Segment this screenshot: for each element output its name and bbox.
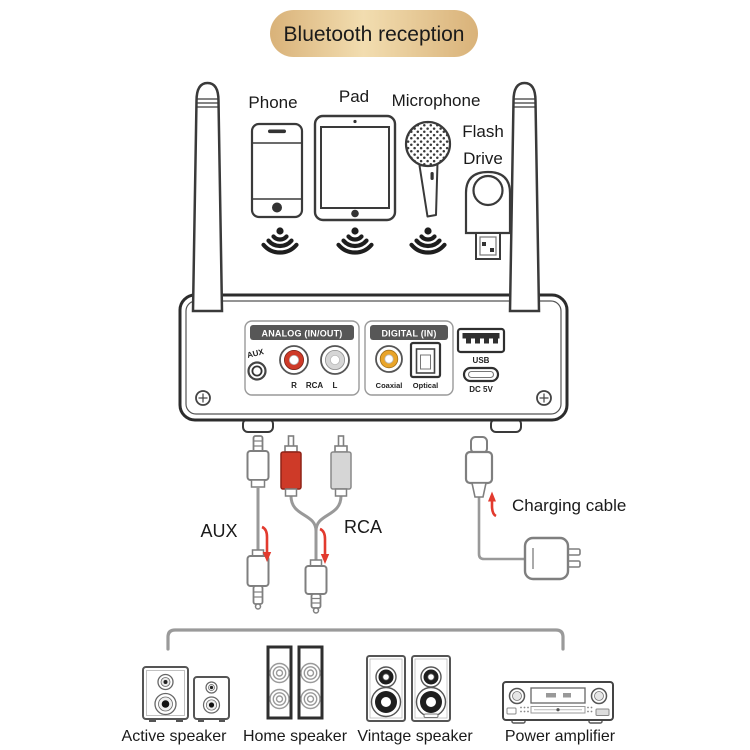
page-title: Bluetooth reception xyxy=(284,23,465,46)
screw-icon-right xyxy=(536,390,552,406)
dc5v-port-label: DC 5V xyxy=(469,385,493,394)
active-speaker-label: Active speaker xyxy=(122,728,228,745)
home-speaker-icon xyxy=(266,645,324,720)
phone-speaker-slot xyxy=(268,129,286,134)
flash-label: Flash xyxy=(462,122,504,141)
drive-label: Drive xyxy=(463,149,503,168)
title-banner: Bluetooth reception xyxy=(270,10,478,57)
aux-cable-label: AUX xyxy=(200,521,237,541)
power-amplifier-label: Power amplifier xyxy=(505,728,616,745)
pad-home-button xyxy=(351,209,359,218)
output-bracket xyxy=(166,628,565,651)
digital-header-label: DIGITAL (IN) xyxy=(381,329,436,339)
phone-label: Phone xyxy=(248,93,297,112)
rca-red-plug xyxy=(280,451,302,490)
charging-cable xyxy=(464,436,581,581)
pad-label: Pad xyxy=(339,87,369,106)
active-speaker-icon xyxy=(142,666,230,722)
optical-port xyxy=(409,341,442,379)
microphone-label: Microphone xyxy=(392,91,481,110)
l-port-label: L xyxy=(333,381,338,390)
screw-icon-left xyxy=(195,390,211,406)
vintage-speaker-label: Vintage speaker xyxy=(357,728,473,745)
usbc-plug-body xyxy=(464,450,494,485)
power-adapter xyxy=(523,536,581,581)
usbc-plug-tip xyxy=(470,436,488,454)
r-port-label: R xyxy=(291,381,297,390)
pad-camera-dot xyxy=(353,119,357,124)
left-antenna xyxy=(191,81,224,313)
right-antenna xyxy=(508,81,541,313)
rca-cable-label: RCA xyxy=(344,517,382,537)
usb-port-label: USB xyxy=(473,356,490,365)
rca-cable xyxy=(280,435,352,614)
microphone-head xyxy=(404,120,452,168)
optical-port-label: Optical xyxy=(413,381,438,390)
rca-white-plug xyxy=(330,451,352,490)
wifi-signal-icon-pad xyxy=(336,227,374,255)
coaxial-port-label: Coaxial xyxy=(376,381,403,390)
usb-port xyxy=(456,327,506,354)
phone-home-button xyxy=(272,202,282,213)
phone-icon xyxy=(250,122,304,219)
analog-header-label: ANALOG (IN/OUT) xyxy=(262,329,343,339)
vintage-speaker-icon xyxy=(366,655,451,722)
charging-cable-label: Charging cable xyxy=(512,496,626,515)
power-amplifier-icon xyxy=(502,681,614,724)
rca-left-jack xyxy=(320,345,350,375)
flash-drive-icon xyxy=(464,170,512,260)
down-arrow-icon-aux xyxy=(261,525,272,562)
down-arrow-icon-rca xyxy=(319,527,330,564)
up-arrow-icon-charging xyxy=(488,491,497,518)
analog-panel: ANALOG (IN/OUT) AUX R RCA L xyxy=(244,320,360,396)
flash-drive-ring-hole xyxy=(472,174,504,207)
coaxial-jack xyxy=(375,345,403,373)
pad-icon xyxy=(313,114,397,222)
wifi-signal-icon-phone xyxy=(261,227,299,255)
usbc-port xyxy=(462,366,500,383)
home-speaker-label: Home speaker xyxy=(243,728,348,745)
microphone-switch xyxy=(430,172,434,180)
aux-port-label: AUX xyxy=(246,347,265,360)
title-pill xyxy=(270,10,478,57)
digital-header-bar xyxy=(370,325,448,340)
aux-cable xyxy=(246,435,270,610)
analog-header-bar xyxy=(250,325,354,340)
microphone-icon xyxy=(404,120,452,218)
aux-jack xyxy=(247,361,267,381)
wifi-signal-icon-microphone xyxy=(409,227,447,255)
rca-port-label: RCA xyxy=(306,381,324,390)
digital-panel: DIGITAL (IN) Coaxial Optical xyxy=(364,320,454,396)
amp-display xyxy=(530,687,586,704)
rca-right-jack xyxy=(279,345,309,375)
